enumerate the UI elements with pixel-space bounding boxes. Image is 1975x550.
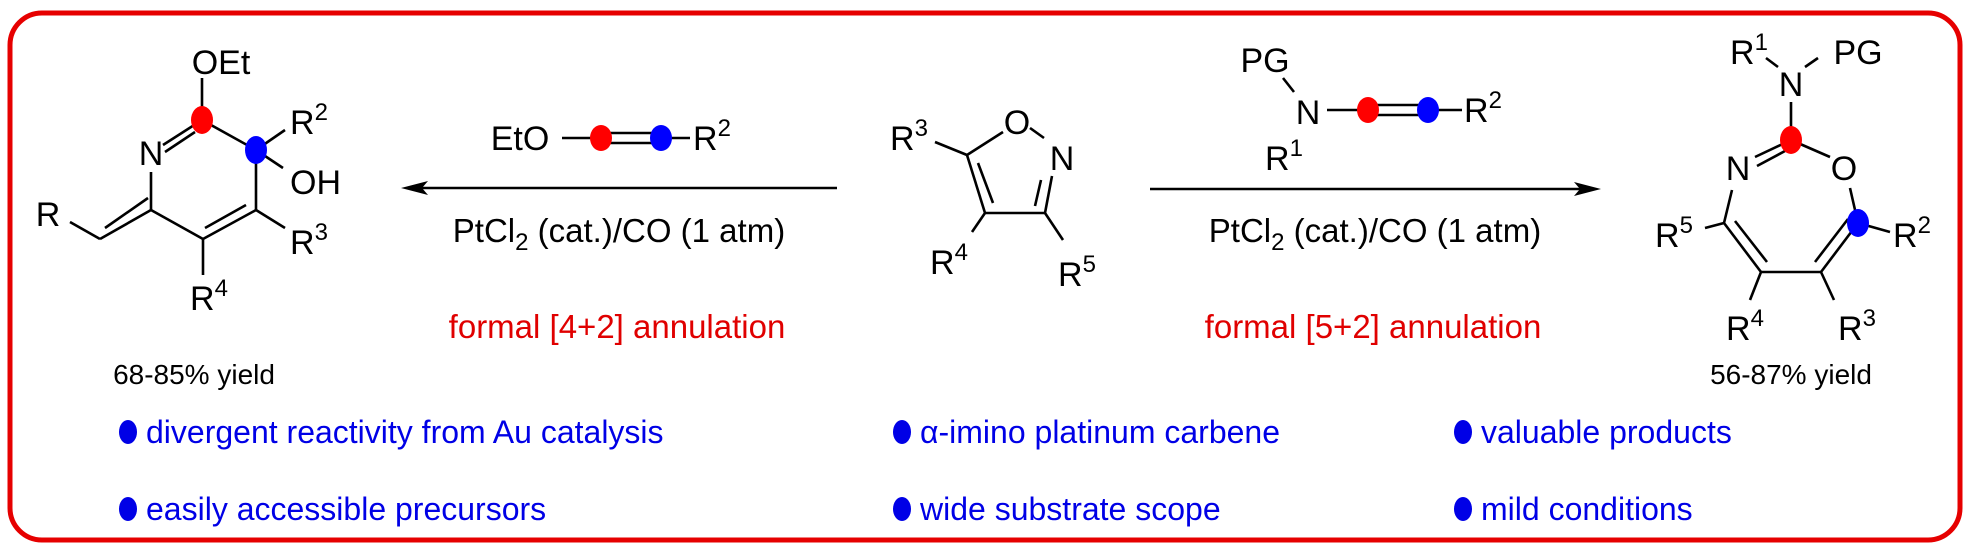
feature-item: valuable products [1454, 414, 1732, 450]
r-label: R [36, 196, 61, 234]
left-conditions: PtCl2 (cat.)/CO (1 atm) [453, 212, 785, 256]
feature-item: α-imino platinum carbene [893, 414, 1280, 450]
r2-label: R2 [1464, 87, 1502, 130]
red-carbon-marker [191, 106, 213, 134]
r1-label: R1 [1265, 135, 1303, 178]
o-ring-label: O [1831, 150, 1857, 188]
feature-item: easily accessible precursors [119, 491, 546, 527]
bullet-icon [1454, 497, 1472, 521]
right-annulation-label: formal [5+2] annulation [1205, 308, 1542, 345]
feature-item: mild conditions [1454, 491, 1693, 527]
oh-label: OH [290, 164, 341, 202]
n-label: N [139, 135, 164, 173]
left-annulation-label: formal [4+2] annulation [449, 308, 786, 345]
left-product-structure: OEt N R2 OH R3 R4 R [36, 44, 341, 318]
r3-label: R3 [290, 219, 328, 262]
n-label: N [1296, 94, 1321, 132]
red-carbon-marker [590, 125, 612, 151]
right-arrow [1150, 182, 1601, 196]
r3-label: R3 [890, 115, 928, 158]
r1-label: R1 [1730, 29, 1768, 72]
r2-label: R2 [1893, 212, 1931, 255]
bullet-icon [893, 420, 911, 444]
o-label: O [1004, 104, 1030, 142]
right-conditions: PtCl2 (cat.)/CO (1 atm) [1209, 212, 1541, 256]
left-reagent: EtO R2 [491, 115, 731, 158]
right-reagent: PG N R2 R1 [1240, 42, 1501, 178]
n-label: N [1050, 140, 1075, 178]
pg-label: PG [1833, 34, 1882, 72]
r4-label: R4 [930, 239, 968, 282]
blue-carbon-marker [1417, 97, 1439, 123]
left-arrow [401, 181, 837, 195]
feature-item: divergent reactivity from Au catalysis [119, 414, 664, 450]
bullet-icon [1454, 420, 1472, 444]
red-carbon-marker [1357, 97, 1379, 123]
bullet-icon [893, 497, 911, 521]
bullet-icon [119, 497, 137, 521]
bullet-icon [119, 420, 137, 444]
red-carbon-marker [1780, 126, 1802, 154]
n-ring-label: N [1726, 150, 1751, 188]
r5-label: R5 [1058, 251, 1096, 294]
r4-label: R4 [190, 275, 228, 318]
left-yield: 68-85% yield [113, 359, 275, 390]
feature-text: wide substrate scope [919, 491, 1221, 527]
isoxazole-structure: O N R3 R4 R5 [890, 104, 1096, 294]
frame-border [7, 10, 1963, 543]
r4-label: R4 [1726, 305, 1764, 348]
r5-label: R5 [1655, 212, 1693, 255]
blue-carbon-marker [245, 136, 267, 164]
feature-text: easily accessible precursors [146, 491, 546, 527]
pg-label: PG [1240, 42, 1289, 80]
right-product-structure: R1 N PG N O R5 R2 R4 R3 [1655, 29, 1931, 348]
right-yield: 56-87% yield [1710, 359, 1872, 390]
oet-label: OEt [192, 44, 251, 82]
feature-text: divergent reactivity from Au catalysis [146, 414, 664, 450]
n-amine-label: N [1779, 66, 1804, 104]
feature-text: valuable products [1481, 414, 1732, 450]
r2-label: R2 [290, 99, 328, 142]
eto-label: EtO [491, 120, 550, 158]
blue-carbon-marker [1847, 209, 1869, 237]
feature-item: wide substrate scope [893, 491, 1221, 527]
feature-text: mild conditions [1481, 491, 1693, 527]
r3-label: R3 [1838, 305, 1876, 348]
blue-carbon-marker [650, 125, 672, 151]
r2-label: R2 [693, 115, 731, 158]
feature-text: α-imino platinum carbene [920, 414, 1280, 450]
feature-list: divergent reactivity from Au catalysis α… [119, 414, 1732, 527]
